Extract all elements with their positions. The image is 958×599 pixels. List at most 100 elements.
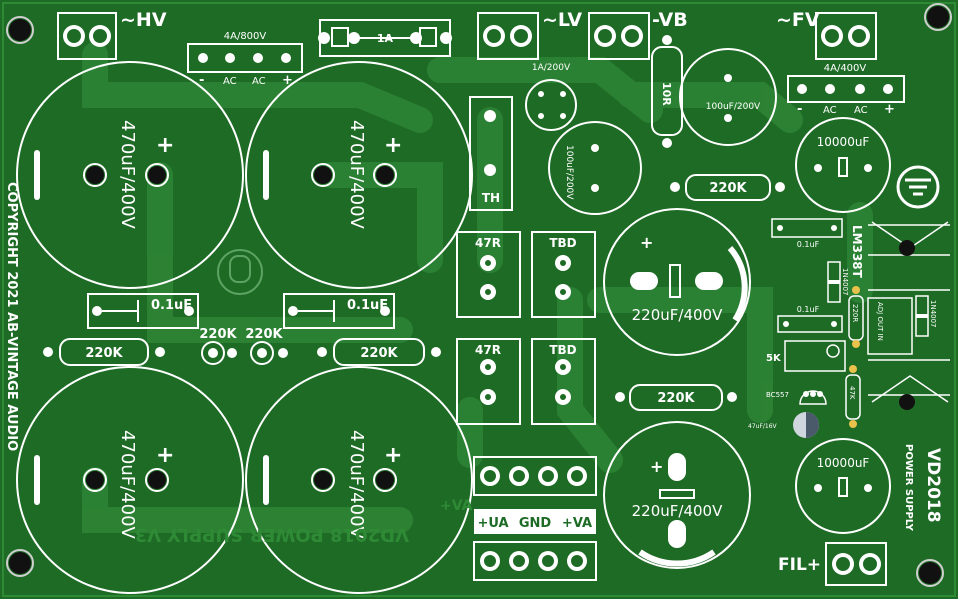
cap3-rating: 470uF/400V xyxy=(117,430,138,540)
fv-bridge-rating: 4A/400V xyxy=(824,63,867,74)
cap4-plus: + xyxy=(384,443,402,468)
diodes xyxy=(827,261,929,337)
copper-traces xyxy=(82,42,873,533)
lv-bridge-rectifier xyxy=(525,79,577,131)
fil-label: FIL+ xyxy=(778,555,821,575)
cap100-2-label: 100uF/200V xyxy=(706,102,761,112)
cap220-1-label: 220uF/400V xyxy=(632,306,723,324)
ground-symbol xyxy=(896,165,940,209)
transistor xyxy=(799,390,827,405)
r47-2-label: 47R xyxy=(475,343,501,357)
small-cap xyxy=(793,412,819,438)
big-capacitors xyxy=(16,61,473,594)
film-cap3-label: 0.1uF xyxy=(797,240,820,249)
trim-pot xyxy=(784,340,846,372)
power-resistor-boxes xyxy=(456,231,596,425)
tbd-2-label: TBD xyxy=(549,343,576,357)
cap10000-1-label: 10000uF xyxy=(817,135,870,149)
thermistor xyxy=(469,96,513,211)
r47-1-label: 47R xyxy=(475,236,501,250)
tbd-1-label: TBD xyxy=(549,236,576,250)
board-subtitle: POWER SUPPLY xyxy=(903,444,914,532)
out-va-label: +VA xyxy=(562,516,592,531)
left-resistors xyxy=(43,338,441,366)
film-cap-right xyxy=(771,218,843,333)
caps-220uf xyxy=(603,208,751,569)
ghost-right-text: +VA xyxy=(440,498,473,514)
cap220-2-plus: + xyxy=(650,457,663,476)
hv-bridge-pin-minus: - xyxy=(199,73,204,88)
film-cap2-label: 0.1uF xyxy=(347,298,388,313)
hv-label: ~HV xyxy=(120,9,167,31)
cap1-rating: 470uF/400V xyxy=(117,120,138,230)
resistor-47k xyxy=(845,365,861,428)
heatsink-hole-top xyxy=(899,240,915,256)
fuse-label: 1A xyxy=(377,32,394,45)
caps-10000uf xyxy=(795,117,891,534)
film-cap4-label: 0.1uF xyxy=(797,305,820,314)
fil-terminal-block xyxy=(825,542,887,586)
small-cap-label: 47uF/16V xyxy=(748,423,778,430)
out-ua-label: +UA xyxy=(477,516,508,531)
vb-terminal-block xyxy=(588,12,650,60)
right-resistors xyxy=(615,174,785,411)
lv-label: ~LV xyxy=(542,9,582,31)
lv-terminal-block xyxy=(477,12,539,60)
cap1-plus: + xyxy=(156,133,174,158)
film-cap1-label: 0.1uF xyxy=(151,298,192,313)
film-caps-left xyxy=(87,293,395,329)
ghost-board-text: VD2018 POWER SUPPLY V3 xyxy=(135,524,409,545)
pot-label: 5K xyxy=(766,353,782,364)
hv-bridge-pin-ac2: AC xyxy=(252,76,266,87)
fv-bridge-rectifier xyxy=(787,75,905,103)
res2-label: 220K xyxy=(360,346,398,361)
diode2-label: 1N4007 xyxy=(929,300,937,328)
res3-label: 220K xyxy=(199,327,237,342)
res5-label: 220K xyxy=(709,181,747,196)
mounting-holes xyxy=(6,3,952,587)
fv-bridge-pin-plus: + xyxy=(884,102,895,117)
copyright-text: COPYRIGHT 2021 AB-VINTAGE AUDIO xyxy=(4,182,19,451)
tube-logo xyxy=(217,249,263,295)
fuse-holder xyxy=(318,19,452,57)
hv-terminal-block xyxy=(57,12,117,60)
hv-bridge-pin-ac1: AC xyxy=(223,76,237,87)
cap4-rating: 470uF/400V xyxy=(346,430,367,540)
fv-label: ~FV xyxy=(776,9,820,31)
board-model: VD2018 xyxy=(923,448,943,523)
cap3-plus: + xyxy=(156,443,174,468)
cap100-1-label: 100uF/200V xyxy=(564,145,574,200)
transistor-label: BC557 xyxy=(766,391,789,399)
reg-pins-label: ADJ OUT IN xyxy=(876,302,884,341)
hv-bridge-pin-plus: + xyxy=(282,73,293,88)
th-label: TH xyxy=(482,191,500,205)
r220r-label: 220R xyxy=(851,304,859,322)
resistor-220r xyxy=(848,286,864,348)
heatsink-hole-bottom xyxy=(899,394,915,410)
fv-bridge-pin-minus: - xyxy=(797,102,802,117)
output-terminals xyxy=(473,456,597,581)
caps-100uf xyxy=(548,48,777,215)
out-gnd-label: GND xyxy=(519,516,552,531)
diode1-label: 1N4007 xyxy=(841,268,849,296)
vb-label: -VB xyxy=(652,9,688,31)
cap220-1-plus: + xyxy=(640,233,653,252)
cap220-2-label: 220uF/400V xyxy=(632,502,723,520)
fv-terminal-block xyxy=(815,12,877,60)
res6-label: 220K xyxy=(657,391,695,406)
fv-bridge-pin-ac1: AC xyxy=(823,105,837,116)
r47k-label: 47K xyxy=(848,386,856,400)
hv-bridge-rectifier xyxy=(187,43,303,73)
hv-bridge-rating: 4A/800V xyxy=(224,31,267,42)
fv-bridge-pin-ac2: AC xyxy=(854,105,868,116)
lv-bridge-rating: 1A/200V xyxy=(532,63,571,73)
res4-label: 220K xyxy=(245,327,283,342)
cap2-rating: 470uF/400V xyxy=(346,120,367,230)
cap2-plus: + xyxy=(384,133,402,158)
res1-label: 220K xyxy=(85,346,123,361)
regulator-label: LM338T xyxy=(850,225,864,279)
cap10000-2-label: 10000uF xyxy=(817,456,870,470)
res-10r-label: 10R xyxy=(660,82,673,106)
